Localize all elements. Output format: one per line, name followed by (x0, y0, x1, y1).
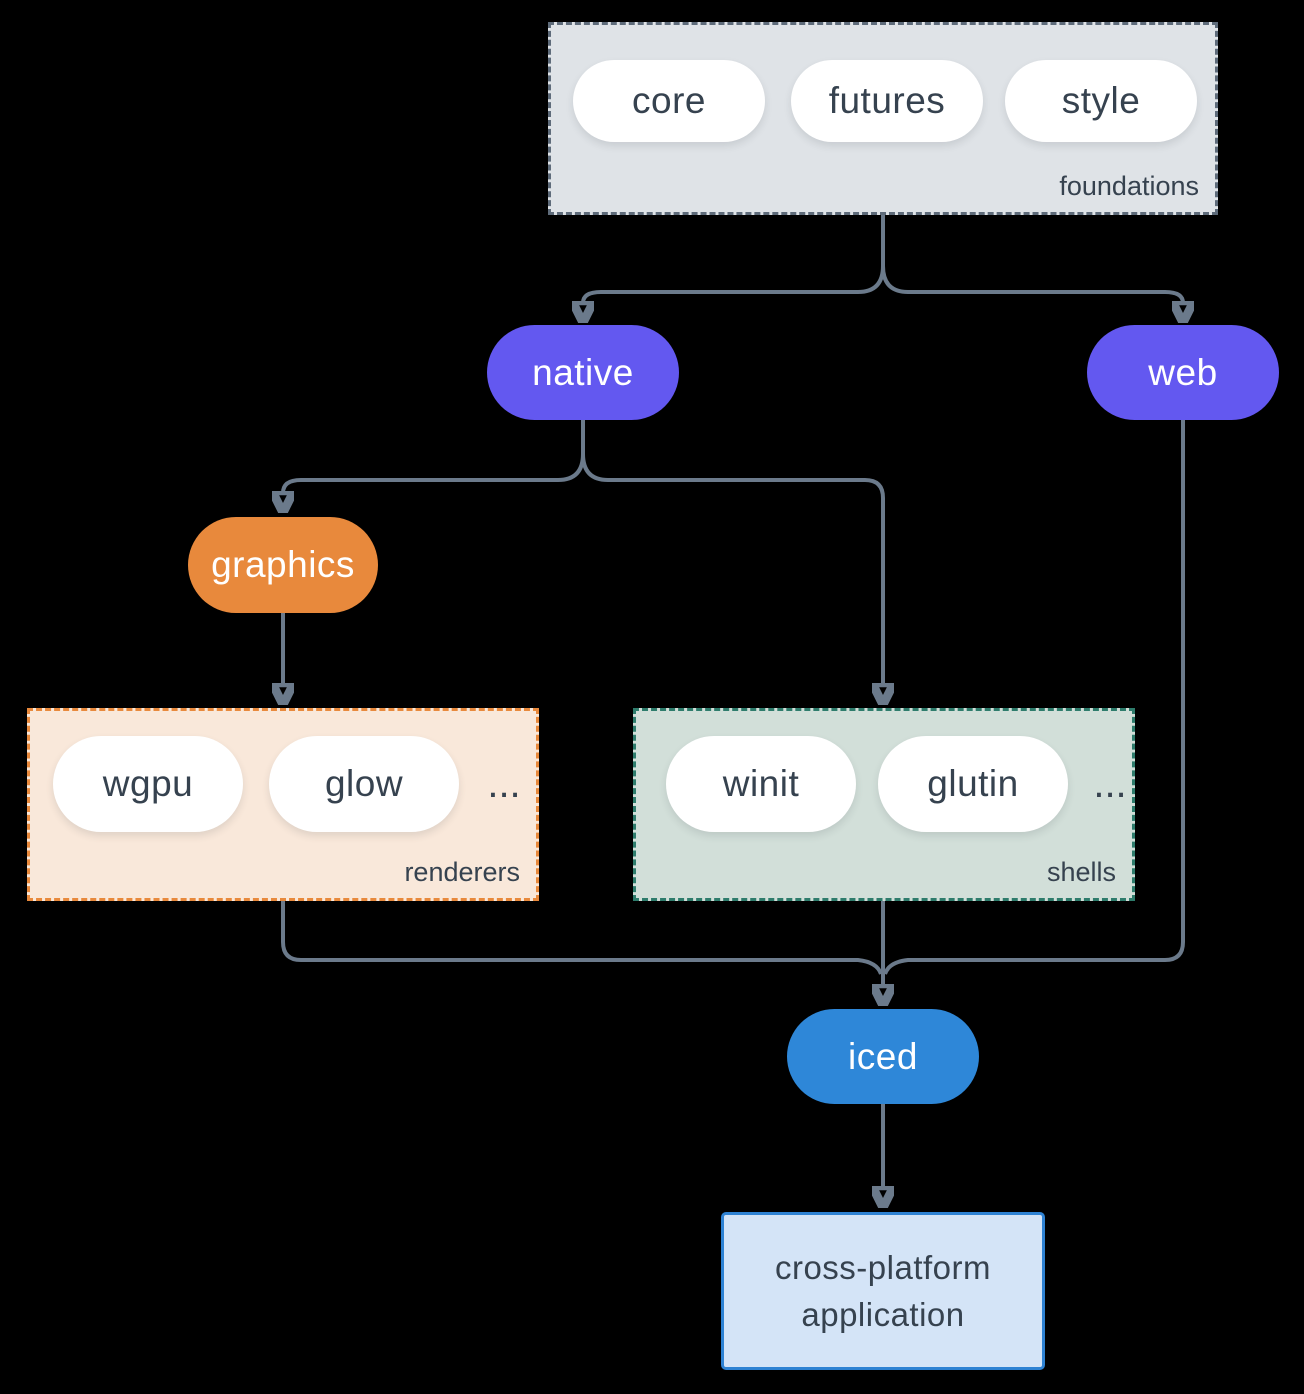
application-label-line2: application (801, 1296, 965, 1333)
edge-native-shells (581, 453, 883, 685)
application-label-line1: cross-platform (774, 1249, 992, 1286)
node-native: native (487, 325, 679, 420)
node-glutin: glutin (878, 736, 1068, 832)
node-wgpu-label: wgpu (102, 763, 194, 804)
node-core: core (573, 60, 765, 142)
node-glutin-label: glutin (927, 763, 1019, 804)
group-shells: winit glutin ... shells (633, 708, 1135, 901)
edge-renderers-iced (281, 901, 883, 975)
node-core-label: core (632, 80, 706, 121)
edge-native-graphics (283, 453, 585, 493)
edge-foundations-web (881, 265, 1183, 303)
node-native-label: native (532, 351, 634, 393)
shells-ellipsis: ... (1093, 761, 1127, 806)
node-iced-label: iced (848, 1035, 918, 1077)
node-winit: winit (666, 736, 856, 832)
node-iced: iced (787, 1009, 979, 1104)
node-cross-platform-application: cross-platform application (721, 1212, 1045, 1370)
node-style: style (1005, 60, 1197, 142)
group-renderers-label: renderers (404, 857, 520, 887)
node-graphics-label: graphics (211, 544, 355, 585)
group-foundations-label: foundations (1059, 171, 1199, 201)
group-shells-label: shells (1046, 857, 1116, 887)
node-web: web (1087, 325, 1279, 420)
edge-foundations-native (583, 265, 885, 303)
node-glow-label: glow (324, 763, 404, 804)
node-futures-label: futures (828, 80, 946, 121)
node-style-label: style (1061, 80, 1141, 121)
group-renderers: wgpu glow ... renderers (27, 708, 539, 901)
group-foundations: core futures style foundations (548, 22, 1218, 215)
node-futures: futures (791, 60, 983, 142)
node-wgpu: wgpu (53, 736, 243, 832)
node-glow: glow (269, 736, 459, 832)
node-winit-label: winit (722, 763, 800, 804)
node-graphics: graphics (188, 517, 378, 613)
node-web-label: web (1148, 351, 1218, 393)
renderers-ellipsis: ... (487, 761, 521, 806)
